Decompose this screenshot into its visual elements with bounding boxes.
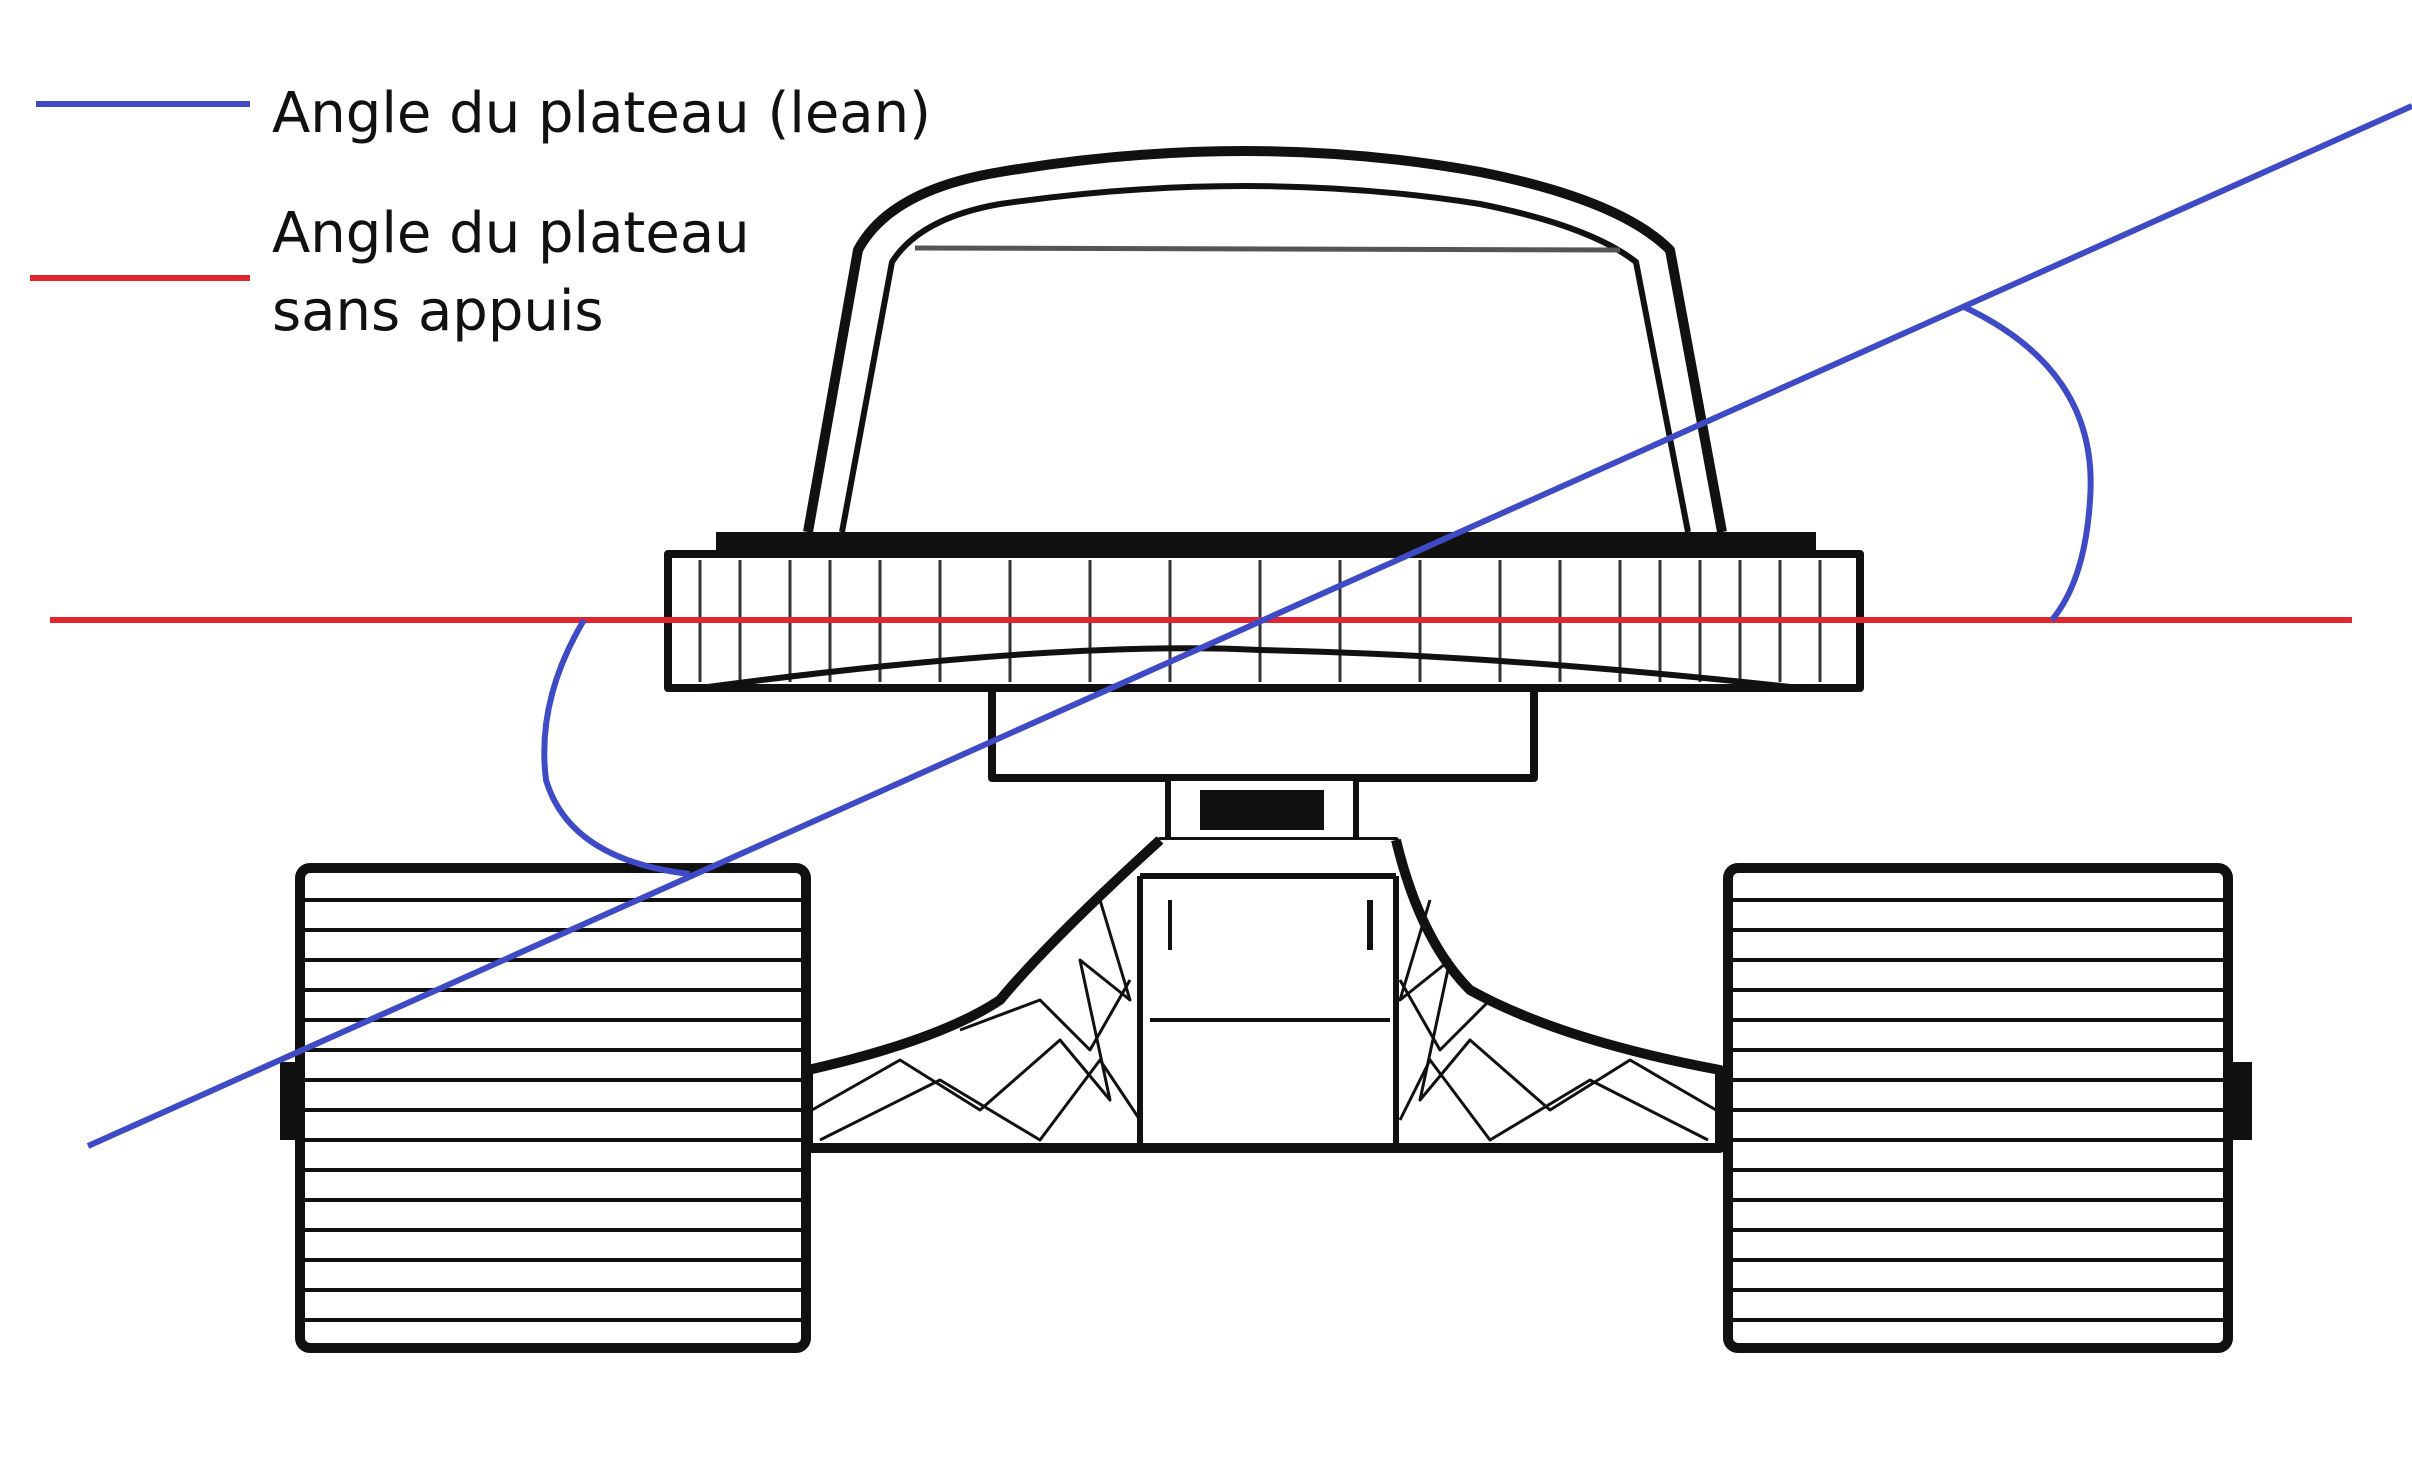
lean-angle-arc-left — [541, 618, 691, 877]
legend-lean-label: Angle du plateau (lean) — [272, 81, 931, 146]
legend: Angle du plateau (lean) Angle du plateau… — [30, 81, 931, 344]
truck-drawing — [280, 146, 2252, 1353]
lean-plate-angle-line — [86, 103, 2412, 1149]
hanger — [803, 836, 1725, 1153]
legend-neutral-label-line2: sans appuis — [272, 279, 604, 344]
left-wheel — [295, 863, 811, 1353]
kingpin-dome — [803, 146, 1727, 533]
legend-neutral-label-line1: Angle du plateau — [272, 201, 750, 266]
right-wheel — [1723, 863, 2233, 1353]
baseplate — [664, 532, 1864, 692]
lean-angle-arc-right — [1960, 303, 2094, 622]
